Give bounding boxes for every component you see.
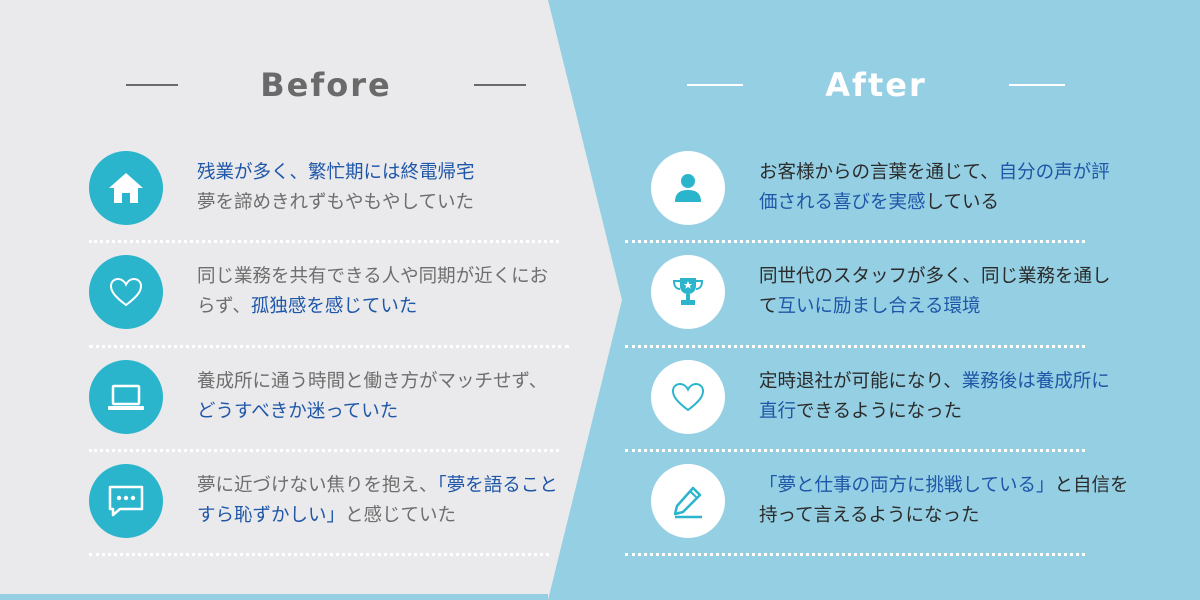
text-highlight: 「夢を語ることすら恥ずかしい」 <box>197 475 558 526</box>
heart-icon <box>89 255 163 329</box>
before-heading: Before <box>126 60 526 110</box>
before-item-text: 残業が多く、繁忙期には終電帰宅 夢を諦めきれずもやもやしていた <box>197 158 475 218</box>
after-item-text: 同世代のスタッフが多く、同じ業務を通して互いに励まし合える環境 <box>759 262 1124 322</box>
text-highlight: 自分の声が評価される喜びを実感 <box>759 162 1110 213</box>
row-divider <box>89 240 559 243</box>
row-divider <box>625 345 1085 348</box>
trophy-icon <box>651 255 725 329</box>
text-highlight: 残業が多く、繁忙期には終電帰宅 <box>197 162 475 183</box>
after-title: After <box>825 66 927 104</box>
before-item: 夢に近づけない焦りを抱え、「夢を語ることすら恥ずかしい」と感じていた <box>89 449 559 553</box>
after-item-text: お客様からの言葉を通じて、自分の声が評価される喜びを実感している <box>759 158 1124 218</box>
text-plain: 同世代のスタッフが多く、同じ業務を通して <box>759 266 1111 317</box>
after-item-text: 「夢と仕事の両方に挑戦している」と自信を持って言えるようになった <box>759 471 1131 531</box>
row-divider <box>89 345 569 348</box>
text-highlight: 業務後は養成所に直行 <box>759 371 1110 422</box>
text-highlight: 「夢と仕事の両方に挑戦している」 <box>759 475 1055 496</box>
text-highlight: 互いに励まし合える環境 <box>777 296 981 317</box>
after-item: お客様からの言葉を通じて、自分の声が評価される喜びを実感している <box>651 136 1131 240</box>
pencil-icon <box>651 464 725 538</box>
before-item: 同じ業務を共有できる人や同期が近くにおらず、孤独感を感じていた <box>89 240 559 344</box>
after-item: 「夢と仕事の両方に挑戦している」と自信を持って言えるようになった <box>651 449 1131 553</box>
after-item: 定時退社が可能になり、業務後は養成所に直行できるようになった <box>651 345 1131 449</box>
text-plain: 夢を諦めきれずもやもやしていた <box>197 192 474 213</box>
text-plain: と感じていた <box>345 505 457 526</box>
text-plain: 夢に近づけない焦りを抱え、 <box>197 475 438 496</box>
text-highlight: どうすべきか迷っていた <box>197 401 399 422</box>
text-plain: と自信を持って言えるようになった <box>759 475 1129 526</box>
laptop-icon <box>89 360 163 434</box>
chat-bubble-icon <box>89 464 163 538</box>
heading-rule-right <box>473 84 526 86</box>
home-icon <box>89 151 163 225</box>
row-divider <box>625 449 1085 452</box>
text-plain: 養成所に通う時間と働き方がマッチせず、 <box>197 371 548 392</box>
heart-icon <box>651 360 725 434</box>
text-plain: している <box>925 192 999 213</box>
row-divider <box>89 553 549 556</box>
heading-rule-left <box>687 84 744 86</box>
heading-rule-right <box>1008 84 1065 86</box>
before-title: Before <box>260 66 392 104</box>
after-heading: After <box>676 60 1076 110</box>
before-item-text: 同じ業務を共有できる人や同期が近くにおらず、孤独感を感じていた <box>197 262 559 322</box>
row-divider <box>89 449 559 452</box>
after-item: 同世代のスタッフが多く、同じ業務を通して互いに励まし合える環境 <box>651 240 1131 344</box>
row-divider <box>625 240 1085 243</box>
user-icon <box>651 151 725 225</box>
before-item: 養成所に通う時間と働き方がマッチせず、どうすべきか迷っていた <box>89 345 569 449</box>
before-item: 残業が多く、繁忙期には終電帰宅 夢を諦めきれずもやもやしていた <box>89 136 539 240</box>
before-item-text: 夢に近づけない焦りを抱え、「夢を語ることすら恥ずかしい」と感じていた <box>197 471 559 531</box>
text-plain: 同じ業務を共有できる人や同期が近くにおらず、 <box>197 266 549 317</box>
before-item-text: 養成所に通う時間と働き方がマッチせず、どうすべきか迷っていた <box>197 367 562 427</box>
text-plain: お客様からの言葉を通じて、 <box>759 162 999 183</box>
text-plain: できるようになった <box>796 401 963 422</box>
text-plain: 定時退社が可能になり、 <box>759 371 962 392</box>
heading-rule-left <box>126 84 179 86</box>
text-highlight: 孤独感を感じていた <box>250 296 418 317</box>
row-divider <box>625 553 1085 556</box>
after-item-text: 定時退社が可能になり、業務後は養成所に直行できるようになった <box>759 367 1124 427</box>
